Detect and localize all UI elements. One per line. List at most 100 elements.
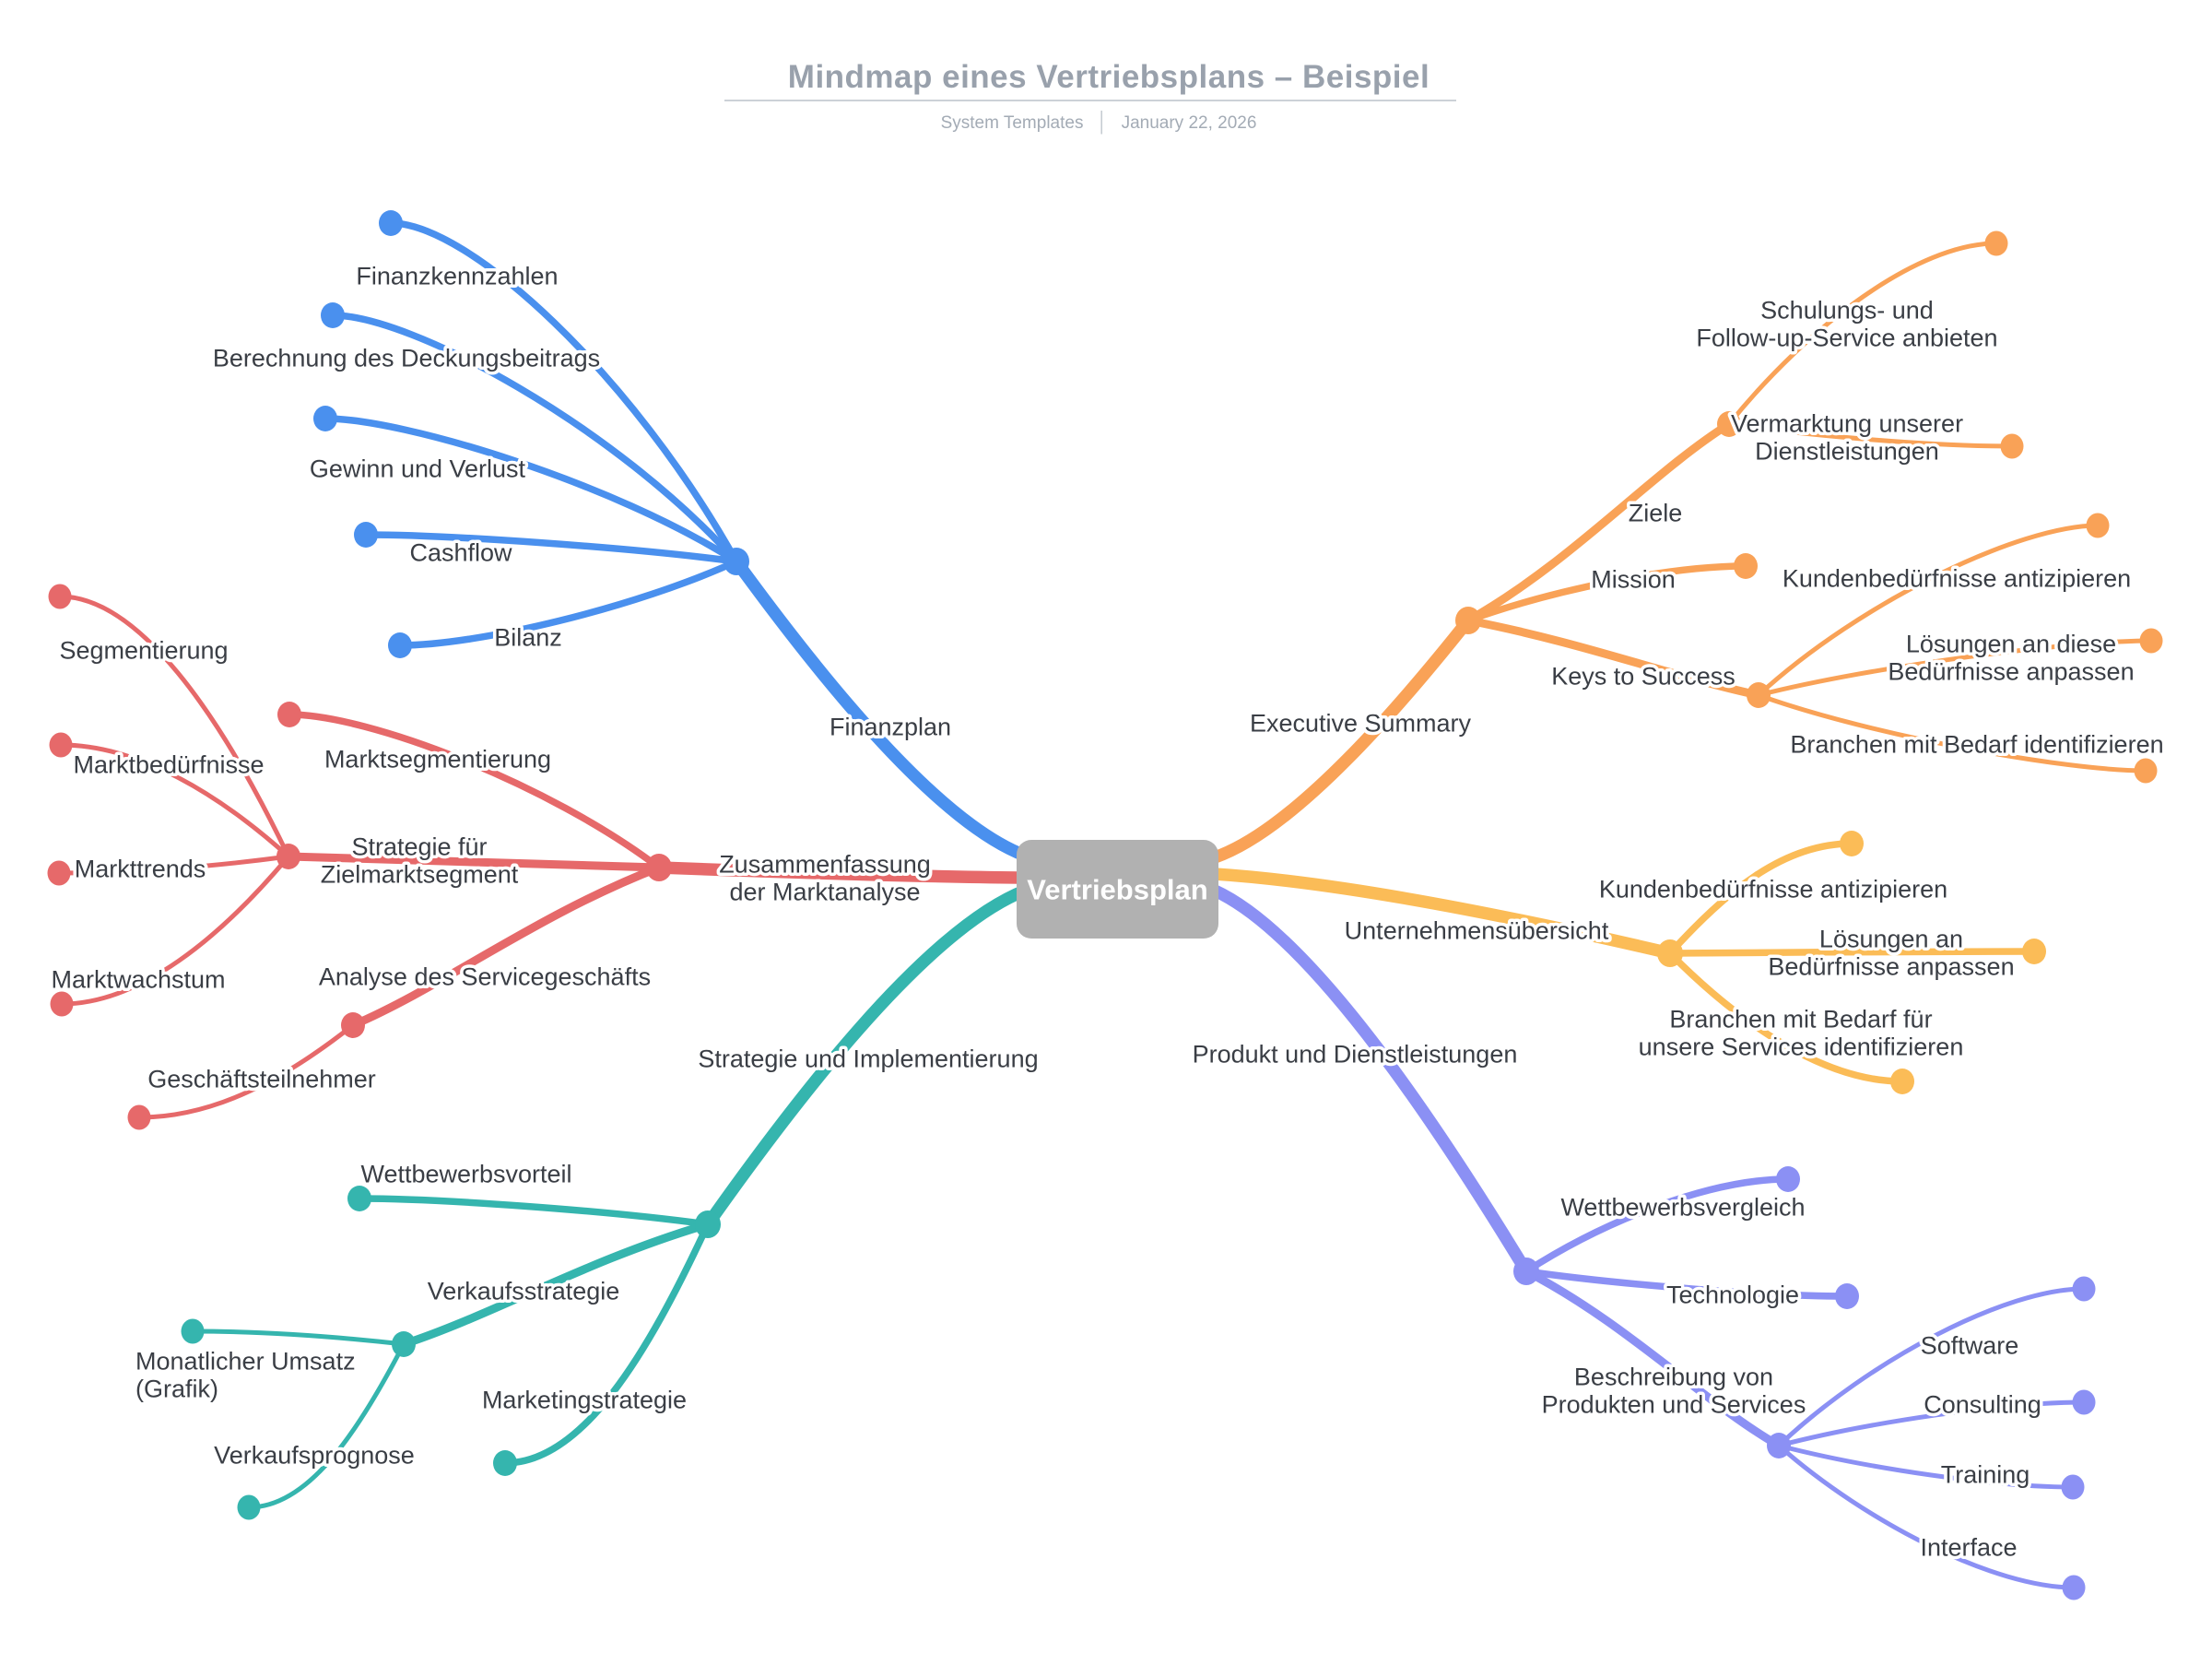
mindmap-node-label[interactable]: Mission (1588, 562, 1679, 596)
mindmap-node-dot[interactable] (1835, 1283, 1859, 1309)
mindmap-node-dot[interactable] (47, 860, 71, 886)
mindmap-node-dot[interactable] (181, 1318, 205, 1344)
mindmap-node-label[interactable]: Verkaufsprognose (211, 1438, 418, 1472)
mindmap-node-label[interactable]: Unternehmensübersicht (1341, 914, 1612, 948)
mindmap-node-label[interactable]: Software (1917, 1328, 2022, 1363)
mindmap-node-label[interactable]: Gewinn und Verlust (306, 452, 529, 486)
mindmap-node-dot[interactable] (48, 584, 72, 609)
mindmap-node-dot[interactable] (2134, 758, 2158, 784)
mindmap-node-label[interactable]: Cashflow (406, 536, 516, 570)
mindmap-node-label[interactable]: Berechnung des Deckungsbeitrags (209, 341, 603, 375)
mindmap-node-label[interactable]: Ziele (1625, 496, 1686, 530)
mindmap-node-label[interactable]: Markttrends (71, 852, 209, 886)
mindmap-node-dot[interactable] (277, 702, 301, 727)
mindmap-edge (1756, 638, 2154, 698)
subbranch-hub-dot[interactable] (1747, 682, 1771, 708)
mindmap-node-label[interactable]: Wettbewerbsvorteil (358, 1157, 575, 1191)
branch-hub-dot[interactable] (695, 1210, 721, 1238)
mindmap-node-label[interactable]: Kundenbedürfnisse antizipieren (1595, 872, 1950, 906)
mindmap-edge (1465, 562, 1749, 624)
mindmap-node-label[interactable]: Analyse des Servicegeschäfts (315, 960, 653, 994)
mindmap-node-dot[interactable] (1984, 230, 2008, 256)
mindmap-node-dot[interactable] (2072, 1276, 2096, 1302)
mindmap-node-dot[interactable] (1890, 1069, 1914, 1094)
mindmap-node-label[interactable]: Marktbedürfnisse (70, 748, 267, 782)
mindmap-node-dot[interactable] (2062, 1575, 2086, 1600)
title-underline (724, 100, 1456, 101)
mindmap-node-dot[interactable] (1734, 553, 1758, 579)
branch-hub-dot[interactable] (1657, 939, 1683, 967)
branch-hub-dot[interactable] (646, 854, 672, 881)
mindmap-node-dot[interactable] (2072, 1389, 2096, 1415)
mindmap-node-label[interactable]: Keys to Success (1548, 659, 1739, 693)
mindmap-edge (1726, 421, 2015, 449)
mindmap-node-label[interactable]: Monatlicher Umsatz(Grafik) (133, 1344, 359, 1406)
mindmap-edge (1776, 1286, 2087, 1448)
mindmap-node-dot[interactable] (2000, 433, 2024, 459)
mindmap-node-label[interactable]: Finanzkennzahlen (353, 259, 561, 293)
mindmap-node-dot[interactable] (49, 732, 73, 758)
mindmap-node-label[interactable]: Segmentierung (56, 633, 231, 667)
subbranch-hub-dot[interactable] (341, 1012, 365, 1038)
mindmap-node-dot[interactable] (379, 210, 403, 236)
mindmap-node-label[interactable]: Executive Summary (1246, 706, 1475, 740)
branch-hub-dot[interactable] (1513, 1258, 1539, 1285)
mindmap-edge (1208, 868, 1677, 960)
subbranch-hub-dot[interactable] (1767, 1433, 1791, 1458)
mindmap-node-dot[interactable] (1840, 831, 1864, 856)
mindmap-node-label[interactable]: Marketingstrategie (478, 1383, 689, 1417)
mindmap-node-label[interactable]: Marktsegmentierung (321, 742, 554, 776)
mindmap-edge (730, 555, 1031, 862)
mindmap-node-label[interactable]: Geschäftsteilnehmer (145, 1062, 380, 1096)
mindmap-node-dot[interactable] (313, 406, 337, 431)
subbranch-hub-dot[interactable] (1717, 411, 1741, 437)
mindmap-node-dot[interactable] (2139, 628, 2163, 654)
mindmap-node-dot[interactable] (237, 1494, 261, 1520)
mindmap-edge (701, 884, 1031, 1231)
mindmap-node-dot[interactable] (354, 522, 378, 548)
mindmap-node-label[interactable]: Branchen mit Bedarf identifizieren (1787, 727, 2167, 762)
branch-hub-dot[interactable] (724, 548, 749, 575)
mindmap-node-dot[interactable] (2022, 939, 2046, 964)
mindmap-node-dot[interactable] (2061, 1474, 2085, 1500)
mindmap-node-label[interactable]: Strategie und Implementierung (695, 1042, 1041, 1076)
mindmap-node-label[interactable]: Consulting (1921, 1388, 2045, 1422)
subbranch-hub-dot[interactable] (392, 1331, 416, 1357)
mindmap-node-label[interactable]: Marktwachstum (48, 962, 229, 997)
mindmap-node-label[interactable]: Kundenbedürfnisse antizipieren (1779, 561, 2134, 596)
edges-layer (56, 219, 2154, 1590)
mindmap-node-dot[interactable] (50, 991, 74, 1017)
mindmap-node-label[interactable]: Training (1937, 1458, 2033, 1492)
root-node[interactable]: Vertriebsplan (1017, 840, 1218, 939)
mindmap-node-dot[interactable] (127, 1104, 151, 1130)
mindmap-node-label[interactable]: Technologie (1663, 1278, 1802, 1312)
mindmap-edge (322, 415, 740, 565)
mindmap-node-dot[interactable] (2086, 513, 2110, 538)
mindmap-node-label[interactable]: Verkaufsstrategie (424, 1274, 623, 1308)
mindmap-node-dot[interactable] (388, 632, 412, 658)
root-node-label[interactable]: Vertriebsplan (1027, 874, 1207, 906)
mindmap-node-dot[interactable] (347, 1186, 371, 1211)
mindmap-node-label[interactable]: Produkt und Dienstleistungen (1189, 1037, 1521, 1071)
branch-hub-dot[interactable] (1455, 607, 1481, 634)
mindmap-node-label[interactable]: Interface (1917, 1530, 2020, 1565)
mindmap-node-dot[interactable] (1776, 1166, 1800, 1192)
mindmap-edge (1464, 616, 1763, 700)
mindmap-node-label[interactable]: Finanzplan (826, 710, 954, 744)
mindmap-node-dot[interactable] (321, 302, 345, 328)
subtitle-date: January 22, 2026 (1121, 113, 1257, 133)
mindmap-node-label[interactable]: Wettbewerbsvergleich (1558, 1190, 1808, 1224)
mindmap-node-label[interactable]: Bilanz (491, 620, 566, 655)
subbranch-hub-dot[interactable] (276, 844, 300, 869)
mindmap-node-dot[interactable] (493, 1450, 517, 1476)
mindmap-edge (1523, 1175, 1792, 1275)
root-node-box[interactable] (1017, 840, 1218, 939)
